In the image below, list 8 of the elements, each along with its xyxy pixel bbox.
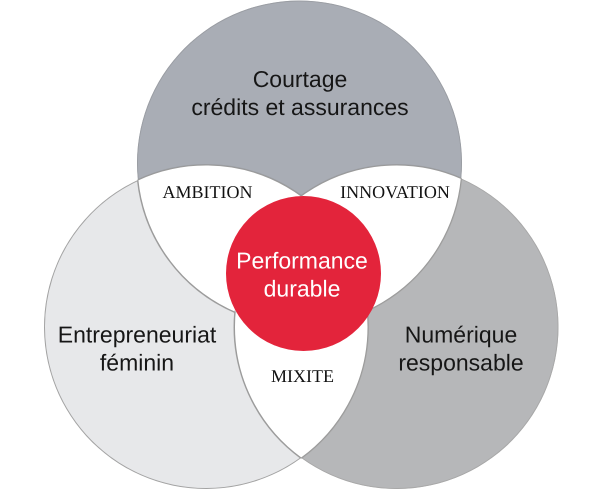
region-label: INNOVATION — [340, 182, 450, 202]
region-label: MIXITE — [271, 366, 334, 386]
circle-label: Performance durable — [236, 247, 368, 303]
circle-label: crédits et assurances — [191, 94, 409, 122]
region-label: AMBITION — [162, 182, 252, 202]
circle-label: Entrepreneuriat féminin — [58, 321, 216, 377]
circle-label: Courtage — [252, 66, 348, 94]
circle-label: Numérique responsable — [398, 321, 524, 377]
